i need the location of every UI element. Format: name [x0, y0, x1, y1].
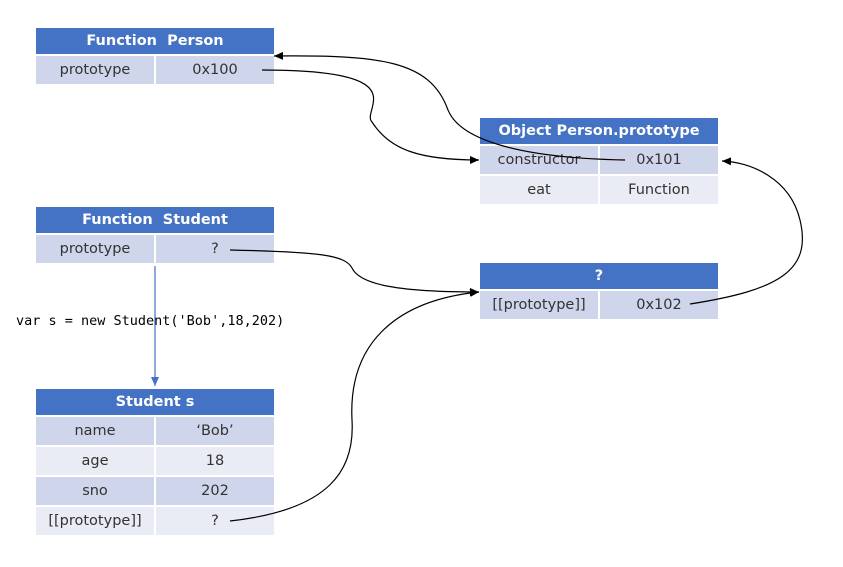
- eat-key: eat: [480, 176, 598, 204]
- student-proto-key: [[prototype]]: [36, 507, 154, 535]
- function-person-prototype-key: prototype: [36, 56, 154, 84]
- function-student-prototype-value: ?: [156, 235, 274, 263]
- code-snippet: var s = new Student('Bob',18,202): [16, 313, 285, 329]
- constructor-value: 0x101: [600, 146, 718, 174]
- person-prototype-pointer-arrow: [261, 69, 480, 164]
- eat-value: Function: [600, 176, 718, 204]
- constructor-key: constructor: [480, 146, 598, 174]
- table-row: eat Function: [480, 176, 718, 204]
- name-value: ‘Bob’: [156, 417, 274, 445]
- sno-value: 202: [156, 477, 274, 505]
- function-person-title: Function Person: [36, 28, 274, 54]
- student-proto-value: ?: [156, 507, 274, 535]
- person-prototype-table: Object Person.prototype constructor 0x10…: [480, 118, 718, 206]
- unknown-object-title: ?: [480, 263, 718, 289]
- table-row: sno 202: [36, 477, 274, 505]
- table-row: [[prototype]] 0x102: [480, 291, 718, 319]
- student-s-table: Student s name ‘Bob’ age 18 sno 202 [[pr…: [36, 389, 274, 537]
- table-row: prototype ?: [36, 235, 274, 263]
- person-prototype-title: Object Person.prototype: [480, 118, 718, 144]
- function-person-prototype-value: 0x100: [156, 56, 274, 84]
- sno-key: sno: [36, 477, 154, 505]
- age-key: age: [36, 447, 154, 475]
- student-s-title: Student s: [36, 389, 274, 415]
- table-row: prototype 0x100: [36, 56, 274, 84]
- table-row: constructor 0x101: [480, 146, 718, 174]
- unknown-object-table: ? [[prototype]] 0x102: [480, 263, 718, 321]
- table-row: [[prototype]] ?: [36, 507, 274, 535]
- table-row: age 18: [36, 447, 274, 475]
- function-student-table: Function Student prototype ?: [36, 207, 274, 265]
- age-value: 18: [156, 447, 274, 475]
- function-student-prototype-key: prototype: [36, 235, 154, 263]
- function-person-table: Function Person prototype 0x100: [36, 28, 274, 86]
- unknown-object-proto-value: 0x102: [600, 291, 718, 319]
- function-student-title: Function Student: [36, 207, 274, 233]
- name-key: name: [36, 417, 154, 445]
- unknown-object-proto-key: [[prototype]]: [480, 291, 598, 319]
- table-row: name ‘Bob’: [36, 417, 274, 445]
